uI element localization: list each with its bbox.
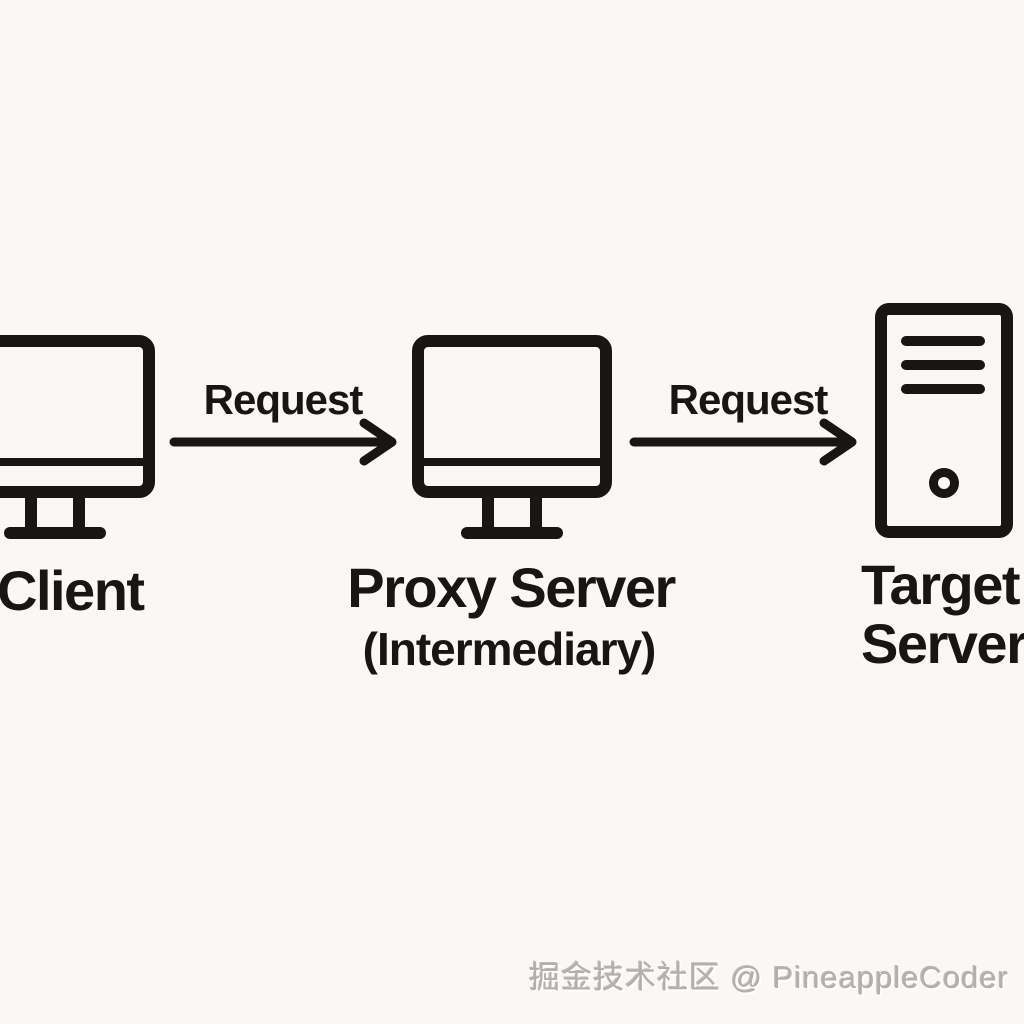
monitor-stand-leg xyxy=(530,496,542,530)
target-server-label: Target Server xyxy=(861,555,1024,673)
request-arrow-label: Request xyxy=(668,376,829,423)
client-label: Client xyxy=(0,559,145,622)
client-node xyxy=(0,335,155,541)
target-server-label-line1: Target xyxy=(861,553,1021,616)
target-server-label-line2: Server xyxy=(861,612,1024,675)
proxy-server-sublabel: (Intermediary) xyxy=(362,623,657,675)
power-button-icon xyxy=(929,468,959,498)
request-arrow-label: Request xyxy=(203,376,364,423)
monitor-separator-line xyxy=(0,458,145,466)
proxy-node xyxy=(412,335,612,541)
monitor-separator-line xyxy=(422,458,602,466)
monitor-stand-base xyxy=(461,527,563,539)
monitor-stand-leg xyxy=(73,496,85,530)
server-vent-line xyxy=(901,384,985,394)
monitor-stand-leg xyxy=(25,496,37,530)
server-vent-line xyxy=(901,336,985,346)
server-vent-line xyxy=(901,360,985,370)
target-node xyxy=(875,303,1013,538)
monitor-stand-base xyxy=(4,527,106,539)
desktop-monitor-icon xyxy=(412,335,612,498)
watermark-text: 掘金技术社区 @ PineappleCoder xyxy=(528,960,1009,995)
desktop-monitor-icon xyxy=(0,335,155,498)
proxy-server-label: Proxy Server xyxy=(347,556,676,619)
arrow-right-icon xyxy=(169,418,397,466)
arrow-right-icon xyxy=(629,418,857,466)
monitor-stand-leg xyxy=(482,496,494,530)
